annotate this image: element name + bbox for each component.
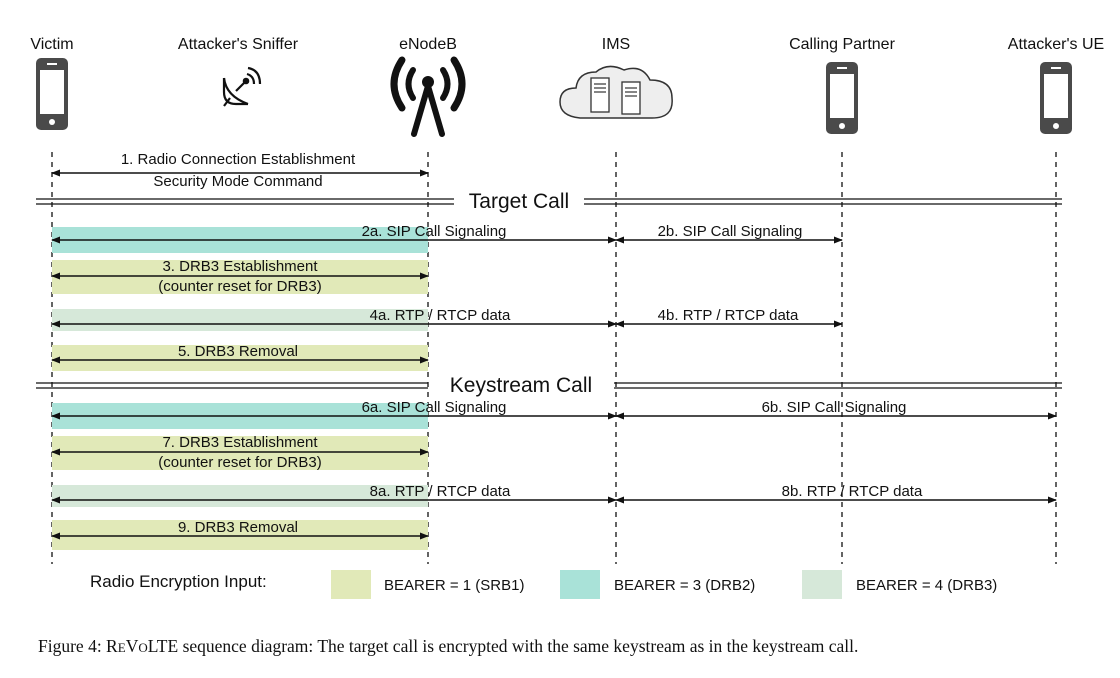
phone-icon	[36, 58, 68, 130]
label-step7-line1: 7. DRB3 Establishment	[162, 434, 318, 451]
figure-caption: Figure 4: REVOLTE sequence diagram: The …	[38, 636, 858, 656]
caption-o: O	[138, 640, 147, 655]
caption-prefix: Figure 4: R	[38, 636, 118, 656]
caption-rest: sequence diagram: The target call is enc…	[178, 636, 858, 656]
label-step8b: 8b. RTP / RTCP data	[782, 483, 923, 500]
participant-label-enodeb: eNodeB	[399, 36, 457, 53]
label-step1-line1: 1. Radio Connection Establishment	[121, 151, 356, 168]
legend-swatch-drb2	[560, 570, 600, 599]
legend: Radio Encryption Input: BEARER = 1 (SRB1…	[90, 570, 997, 599]
separator-keystream-call	[36, 382, 1062, 389]
label-step9: 9. DRB3 Removal	[178, 519, 298, 536]
legend-label-drb2: BEARER = 3 (DRB2)	[614, 577, 755, 594]
caption-lte: LTE	[148, 636, 178, 656]
phone-icon	[1040, 62, 1072, 134]
label-step3-line2: (counter reset for DRB3)	[158, 278, 321, 295]
label-step4a: 4a. RTP / RTCP data	[370, 307, 511, 324]
radio-tower-icon	[390, 56, 466, 137]
participant-label-attacker-ue: Attacker's UE	[1008, 36, 1104, 53]
label-step8a: 8a. RTP / RTCP data	[370, 483, 511, 500]
label-step2b: 2b. SIP Call Signaling	[658, 223, 803, 240]
message-arrows	[51, 169, 1057, 540]
legend-swatch-srb1	[331, 570, 371, 599]
participant-label-victim: Victim	[30, 36, 73, 53]
label-step5: 5. DRB3 Removal	[178, 343, 298, 360]
label-step4b: 4b. RTP / RTCP data	[658, 307, 799, 324]
label-step6b: 6b. SIP Call Signaling	[762, 399, 907, 416]
legend-label-drb3: BEARER = 4 (DRB3)	[856, 577, 997, 594]
section-title-keystream-call: Keystream Call	[450, 374, 592, 397]
label-step6a: 6a. SIP Call Signaling	[362, 399, 507, 416]
message-labels: 1. Radio Connection Establishment Securi…	[121, 151, 923, 536]
server-cloud-icon	[559, 65, 673, 119]
participant-label-ims: IMS	[602, 36, 630, 53]
label-step2a: 2a. SIP Call Signaling	[362, 223, 507, 240]
participant-label-calling-partner: Calling Partner	[789, 36, 896, 53]
separator-target-call	[36, 198, 1062, 205]
participant-label-sniffer: Attacker's Sniffer	[178, 36, 299, 53]
label-step1-line2: Security Mode Command	[153, 173, 322, 190]
phone-icon	[826, 62, 858, 134]
label-step3-line1: 3. DRB3 Establishment	[162, 258, 318, 275]
caption-v: V	[126, 636, 139, 656]
legend-swatch-drb3	[802, 570, 842, 599]
label-step7-line2: (counter reset for DRB3)	[158, 454, 321, 471]
section-title-target-call: Target Call	[469, 190, 569, 213]
caption-e: E	[118, 640, 126, 655]
legend-title: Radio Encryption Input:	[90, 572, 267, 591]
legend-label-srb1: BEARER = 1 (SRB1)	[384, 577, 524, 594]
satellite-dish-icon	[222, 66, 262, 107]
